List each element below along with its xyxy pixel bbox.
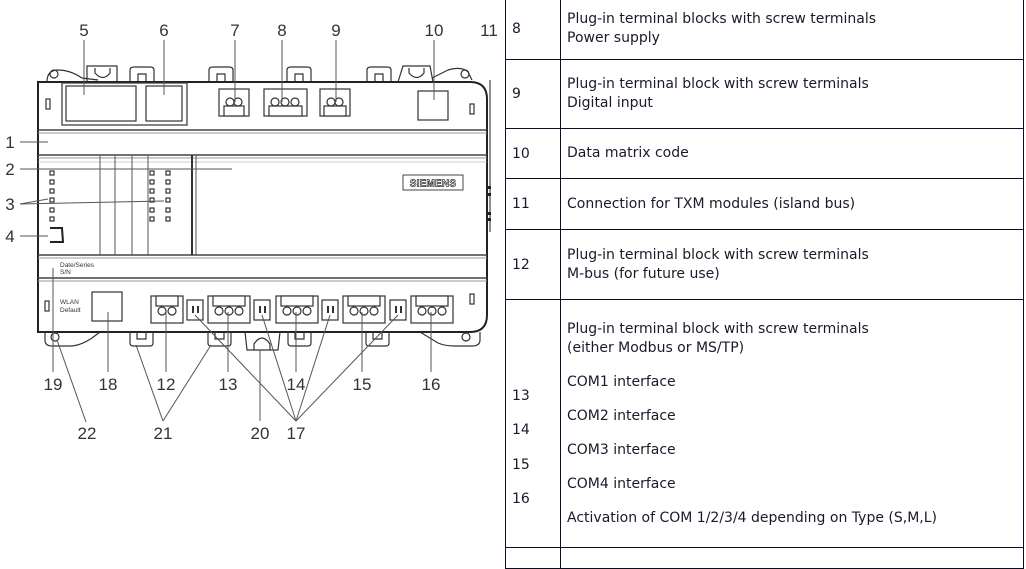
callout-6: 6 [159,21,168,40]
callout-11: 11 [480,21,498,40]
data-matrix-code [417,90,449,121]
legend-table: 8 Plug-in terminal blocks with screw ter… [505,0,1024,569]
date-series-label: Date/Series [60,262,95,269]
callout-13: 13 [219,375,238,394]
item-number: 11 [505,178,561,230]
item-numbers: 13 14 15 16 [505,299,561,548]
callout-3: 3 [5,195,14,214]
callout-16: 16 [422,375,441,394]
table-row: 10 Data matrix code [505,128,1024,179]
terminal-block-16 [410,295,454,324]
callout-20: 20 [251,424,270,443]
callout-15: 15 [353,375,372,394]
callout-19: 19 [44,375,63,394]
item-description: Data matrix code [560,128,1024,179]
callout-17: 17 [287,424,306,443]
item-number: 8 [505,0,561,60]
wlan-label: WLAN [60,299,79,306]
table-row: 9 Plug-in terminal block with screw term… [505,59,1024,129]
dip-switch [253,299,271,321]
sn-label: S/N [60,269,71,276]
terminal-block-9 [319,88,351,117]
led-column-left [49,170,55,222]
table-row: 8 Plug-in terminal blocks with screw ter… [505,0,1024,60]
housing-outline [37,81,488,333]
leader-lines [19,40,435,423]
item-number: 12 [505,229,561,300]
terminal-block-14 [275,295,319,324]
table-row: 11 Connection for TXM modules (island bu… [505,178,1024,230]
table-row: 12 Plug-in terminal block with screw ter… [505,229,1024,300]
terminal-block-15 [342,295,386,324]
table-row-com-interfaces: 13 14 15 16 Plug-in terminal block with … [505,299,1024,548]
item-description: Plug-in terminal block with screw termin… [560,59,1024,129]
item-description: Plug-in terminal block with screw termin… [560,299,1024,548]
top-clips [46,65,473,83]
terminal-block-8 [263,88,308,117]
callout-9: 9 [331,21,340,40]
led-columns-right [149,170,171,222]
default-label: Default [60,307,81,314]
dip-switch [321,299,339,321]
callout-12: 12 [157,375,176,394]
siemens-logo: SIEMENS [410,179,457,190]
callout-14: 14 [287,375,306,394]
wlan-button-18 [91,291,123,322]
island-bus-connector [487,80,491,232]
dip-switch [389,299,407,321]
callout-18: 18 [99,375,118,394]
button-4 [50,227,65,243]
item-description: Connection for TXM modules (island bus) [560,178,1024,230]
item-description: Plug-in terminal blocks with screw termi… [560,0,1024,60]
callout-7: 7 [230,21,239,40]
bottom-clips [44,331,481,351]
callout-22: 22 [78,424,97,443]
terminal-block-13 [207,295,251,324]
callout-1: 1 [5,133,14,152]
terminal-block-12 [150,295,184,324]
item-description: Plug-in terminal block with screw termin… [560,229,1024,300]
callout-5: 5 [79,21,88,40]
item-number: 9 [505,59,561,129]
callout-2: 2 [5,160,14,179]
callout-8: 8 [277,21,286,40]
ethernet-port-5 [65,85,137,122]
dip-switch [186,299,204,321]
callout-10: 10 [425,21,444,40]
item-number: 10 [505,128,561,179]
callout-numbers: 1 2 3 4 5 6 7 8 9 10 11 12 13 14 15 16 1… [5,21,498,443]
device-diagram: SIEMENS Date/Series S/N WLAN Default [5,21,498,443]
callout-21: 21 [154,424,173,443]
callout-4: 4 [5,227,14,246]
terminal-block-7 [218,88,250,117]
